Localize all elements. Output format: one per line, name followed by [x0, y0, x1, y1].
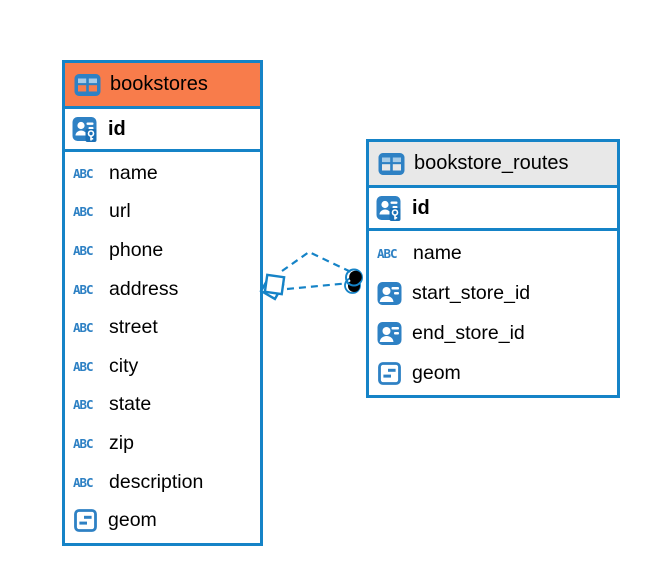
column-row[interactable]: ABC url — [65, 193, 260, 232]
text-type-icon: ABC — [73, 397, 94, 413]
column-name: start_store_id — [412, 281, 531, 304]
relationship-connector[interactable] — [250, 230, 380, 310]
text-type-icon: ABC — [73, 281, 94, 297]
column-name: zip — [109, 431, 134, 454]
column-name: name — [413, 241, 462, 264]
text-type-icon: ABC — [73, 165, 94, 181]
column-name: geom — [108, 509, 157, 532]
column-name: description — [109, 470, 204, 493]
table-bookstores[interactable]: bookstores id ABC na — [62, 60, 263, 546]
person-key-icon — [376, 195, 403, 222]
column-name: state — [109, 393, 152, 416]
table-bookstore-routes[interactable]: bookstore_routes id ABC — [366, 139, 620, 398]
text-type-icon: ABC — [73, 474, 94, 490]
relationship-line-upper[interactable] — [281, 250, 352, 273]
table-icon — [74, 73, 101, 96]
relationship-line-lower[interactable] — [286, 281, 351, 291]
table-bookstores-header[interactable]: bookstores — [65, 63, 260, 109]
geometry-type-icon — [376, 361, 403, 385]
column-row-id[interactable]: id — [65, 109, 260, 152]
column-row[interactable]: start_store_id — [369, 273, 617, 313]
column-name: phone — [109, 238, 164, 261]
column-row[interactable]: geom — [65, 501, 260, 540]
table-title: bookstores — [110, 73, 208, 95]
column-row[interactable]: ABC description — [65, 463, 260, 502]
pk-column-name: id — [412, 196, 430, 219]
column-row[interactable]: ABC state — [65, 386, 260, 425]
column-list: ABC name ABC url ABC phone ABC address A… — [65, 152, 260, 540]
column-row-id[interactable]: id — [369, 188, 617, 231]
dot-markers — [344, 268, 363, 294]
table-title: bookstore_routes — [414, 152, 569, 174]
reference-type-icon — [376, 321, 403, 346]
column-name: end_store_id — [412, 321, 525, 344]
column-name: city — [109, 354, 139, 377]
column-row[interactable]: ABC address — [65, 270, 260, 309]
table-icon — [378, 152, 405, 175]
text-type-icon: ABC — [73, 358, 94, 374]
column-row[interactable]: geom — [369, 353, 617, 393]
pk-column-name: id — [108, 117, 126, 140]
column-row[interactable]: ABC city — [65, 347, 260, 386]
geometry-type-icon — [72, 509, 99, 533]
table-bookstore-routes-header[interactable]: bookstore_routes — [369, 142, 617, 188]
person-key-icon — [72, 116, 99, 143]
text-type-icon: ABC — [377, 245, 398, 261]
text-type-icon: ABC — [73, 242, 94, 258]
diamond-marker — [259, 273, 286, 301]
column-row[interactable]: ABC zip — [65, 424, 260, 463]
reference-type-icon — [376, 281, 403, 306]
column-name: address — [109, 277, 179, 300]
column-row[interactable]: ABC name — [65, 154, 260, 193]
column-name: url — [109, 200, 131, 223]
column-row[interactable]: end_store_id — [369, 313, 617, 353]
column-name: name — [109, 161, 158, 184]
column-list: ABC name start_store_id — [369, 231, 617, 393]
column-name: geom — [412, 361, 461, 384]
text-type-icon: ABC — [73, 435, 94, 451]
column-row[interactable]: ABC name — [369, 233, 617, 273]
text-type-icon: ABC — [73, 204, 94, 220]
column-row[interactable]: ABC phone — [65, 231, 260, 270]
column-row[interactable]: ABC street — [65, 308, 260, 347]
column-name: street — [109, 316, 158, 339]
text-type-icon: ABC — [73, 320, 94, 336]
